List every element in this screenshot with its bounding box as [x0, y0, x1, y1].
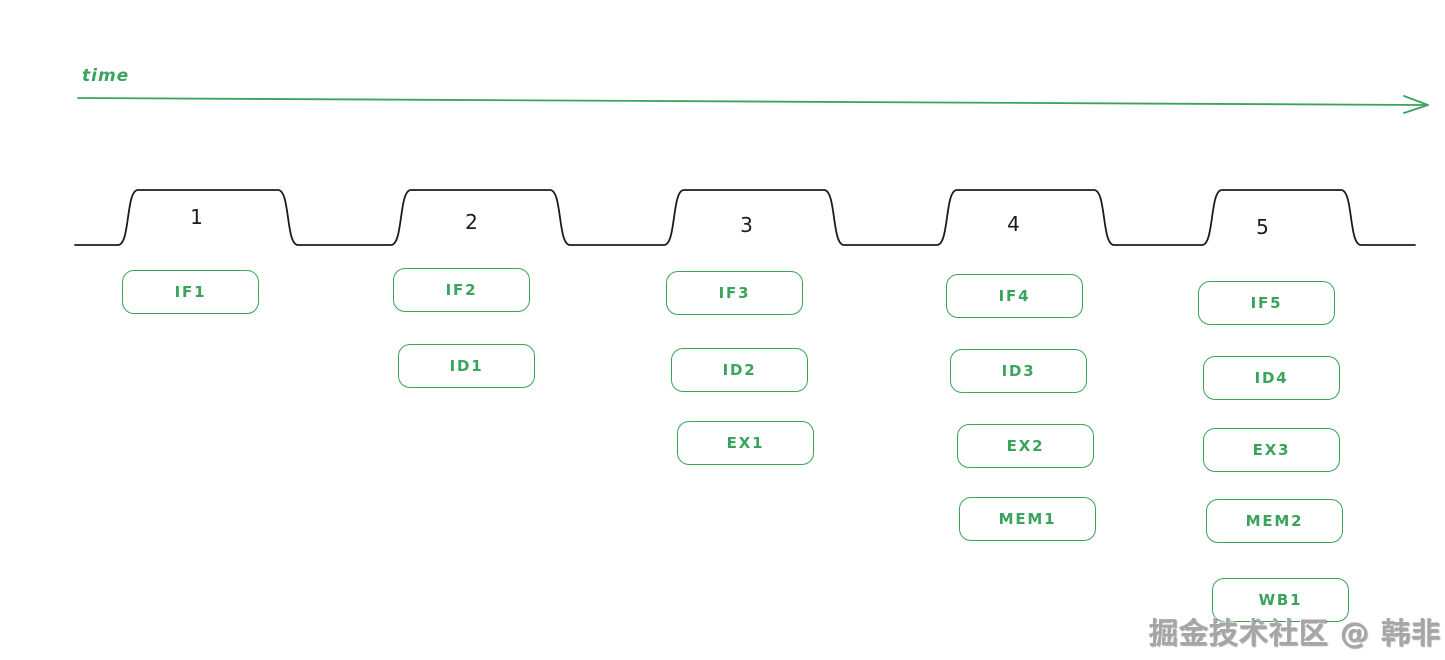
stage-label: ID4: [1254, 369, 1289, 387]
stage-box-if5: IF5: [1198, 281, 1335, 325]
stage-label: ID1: [449, 357, 484, 375]
clock-cycle-label: 3: [740, 213, 754, 237]
clock-cycle-label: 4: [1007, 212, 1021, 236]
clock-cycle-label: 2: [465, 210, 479, 234]
time-arrow-head-icon: [1403, 95, 1429, 114]
stage-label: IF4: [998, 287, 1031, 305]
stage-label: IF1: [174, 283, 207, 301]
stage-box-id4: ID4: [1203, 356, 1340, 400]
stage-box-ex2: EX2: [957, 424, 1094, 468]
stage-box-ex3: EX3: [1203, 428, 1340, 472]
stage-box-mem2: MEM2: [1206, 499, 1343, 543]
stage-box-if3: IF3: [666, 271, 803, 315]
clock-cycle-label: 5: [1256, 215, 1270, 239]
clock-cycle-label: 1: [190, 205, 204, 229]
stage-box-id1: ID1: [398, 344, 535, 388]
stage-label: ID2: [722, 361, 757, 379]
time-axis-label: time: [82, 66, 130, 86]
stage-box-if2: IF2: [393, 268, 530, 312]
stage-label: EX3: [1252, 441, 1291, 459]
stage-box-mem1: MEM1: [959, 497, 1096, 541]
stage-label: IF5: [1250, 294, 1283, 312]
time-arrow-line: [77, 97, 1425, 106]
stage-label: IF3: [718, 284, 751, 302]
stage-box-if1: IF1: [122, 270, 259, 314]
stage-box-id2: ID2: [671, 348, 808, 392]
stage-label: IF2: [445, 281, 478, 299]
stage-label: MEM1: [998, 510, 1057, 528]
stage-label: MEM2: [1245, 512, 1304, 530]
stage-box-ex1: EX1: [677, 421, 814, 465]
stage-box-wb1: WB1: [1212, 578, 1349, 622]
watermark: 掘金技术社区 @ 韩非: [1148, 616, 1441, 650]
stage-label: EX2: [1006, 437, 1045, 455]
stage-label: ID3: [1001, 362, 1036, 380]
stage-box-if4: IF4: [946, 274, 1083, 318]
stage-box-id3: ID3: [950, 349, 1087, 393]
stage-label: WB1: [1258, 591, 1303, 609]
stage-label: EX1: [726, 434, 765, 452]
